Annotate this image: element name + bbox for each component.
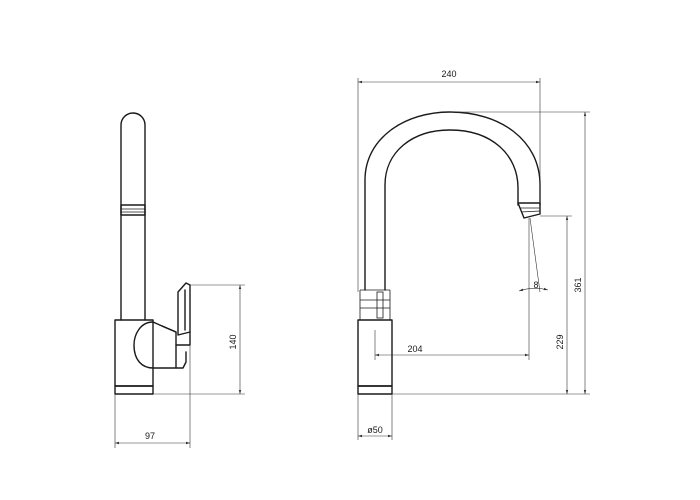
front-base xyxy=(357,385,393,395)
side-base-plate xyxy=(114,385,154,395)
side-lever-handle xyxy=(177,282,191,336)
front-offset-label: 204 xyxy=(407,344,422,354)
front-aerator xyxy=(517,202,541,219)
front-base-diameter-label: ø50 xyxy=(367,425,383,435)
front-spout-outer xyxy=(364,111,541,291)
front-spout-height-label: 229 xyxy=(555,334,565,349)
side-height-label: 140 xyxy=(228,334,238,349)
side-view: 140 97 xyxy=(114,112,245,448)
front-reach-label: 240 xyxy=(441,69,456,79)
front-view: 240 361 229 204 8 ø50 xyxy=(357,69,590,440)
side-body-block xyxy=(114,319,154,387)
side-cartridge-housing xyxy=(133,321,177,369)
front-angle-label: 8 xyxy=(533,280,538,290)
side-width-label: 97 xyxy=(145,431,155,441)
side-spout-outline xyxy=(120,112,146,321)
side-aerator-band xyxy=(120,204,146,216)
front-spout-inner xyxy=(384,129,519,291)
front-total-height-label: 361 xyxy=(573,277,583,292)
